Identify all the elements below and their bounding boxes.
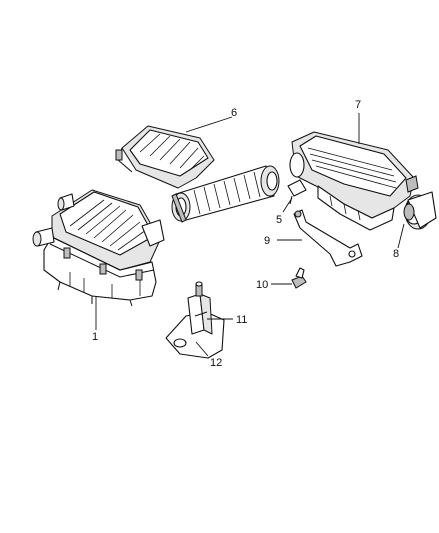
leader-lines (95, 113, 405, 357)
bolt (291, 267, 307, 289)
callout-8: 8 (393, 248, 399, 260)
callout-9: 9 (264, 235, 270, 247)
housing-lid-ribs (69, 199, 147, 251)
resonator-and-hose (115, 125, 280, 223)
resonator-ribs (139, 133, 205, 171)
hose-bellows-rings (193, 171, 261, 215)
callout-12: 12 (210, 357, 222, 369)
duct-ribs (307, 147, 397, 189)
callout-7: 7 (355, 99, 361, 111)
callout-5: 5 (276, 214, 282, 226)
callout-11: 11 (236, 314, 247, 326)
air-cleaner-housing (32, 189, 165, 307)
intake-duct (289, 131, 419, 231)
coupler (403, 191, 437, 230)
callout-6: 6 (231, 107, 237, 119)
support-bracket (293, 209, 363, 267)
callout-10: 10 (256, 279, 268, 291)
callout-1: 1 (92, 331, 98, 343)
mount-bracket (165, 281, 225, 359)
